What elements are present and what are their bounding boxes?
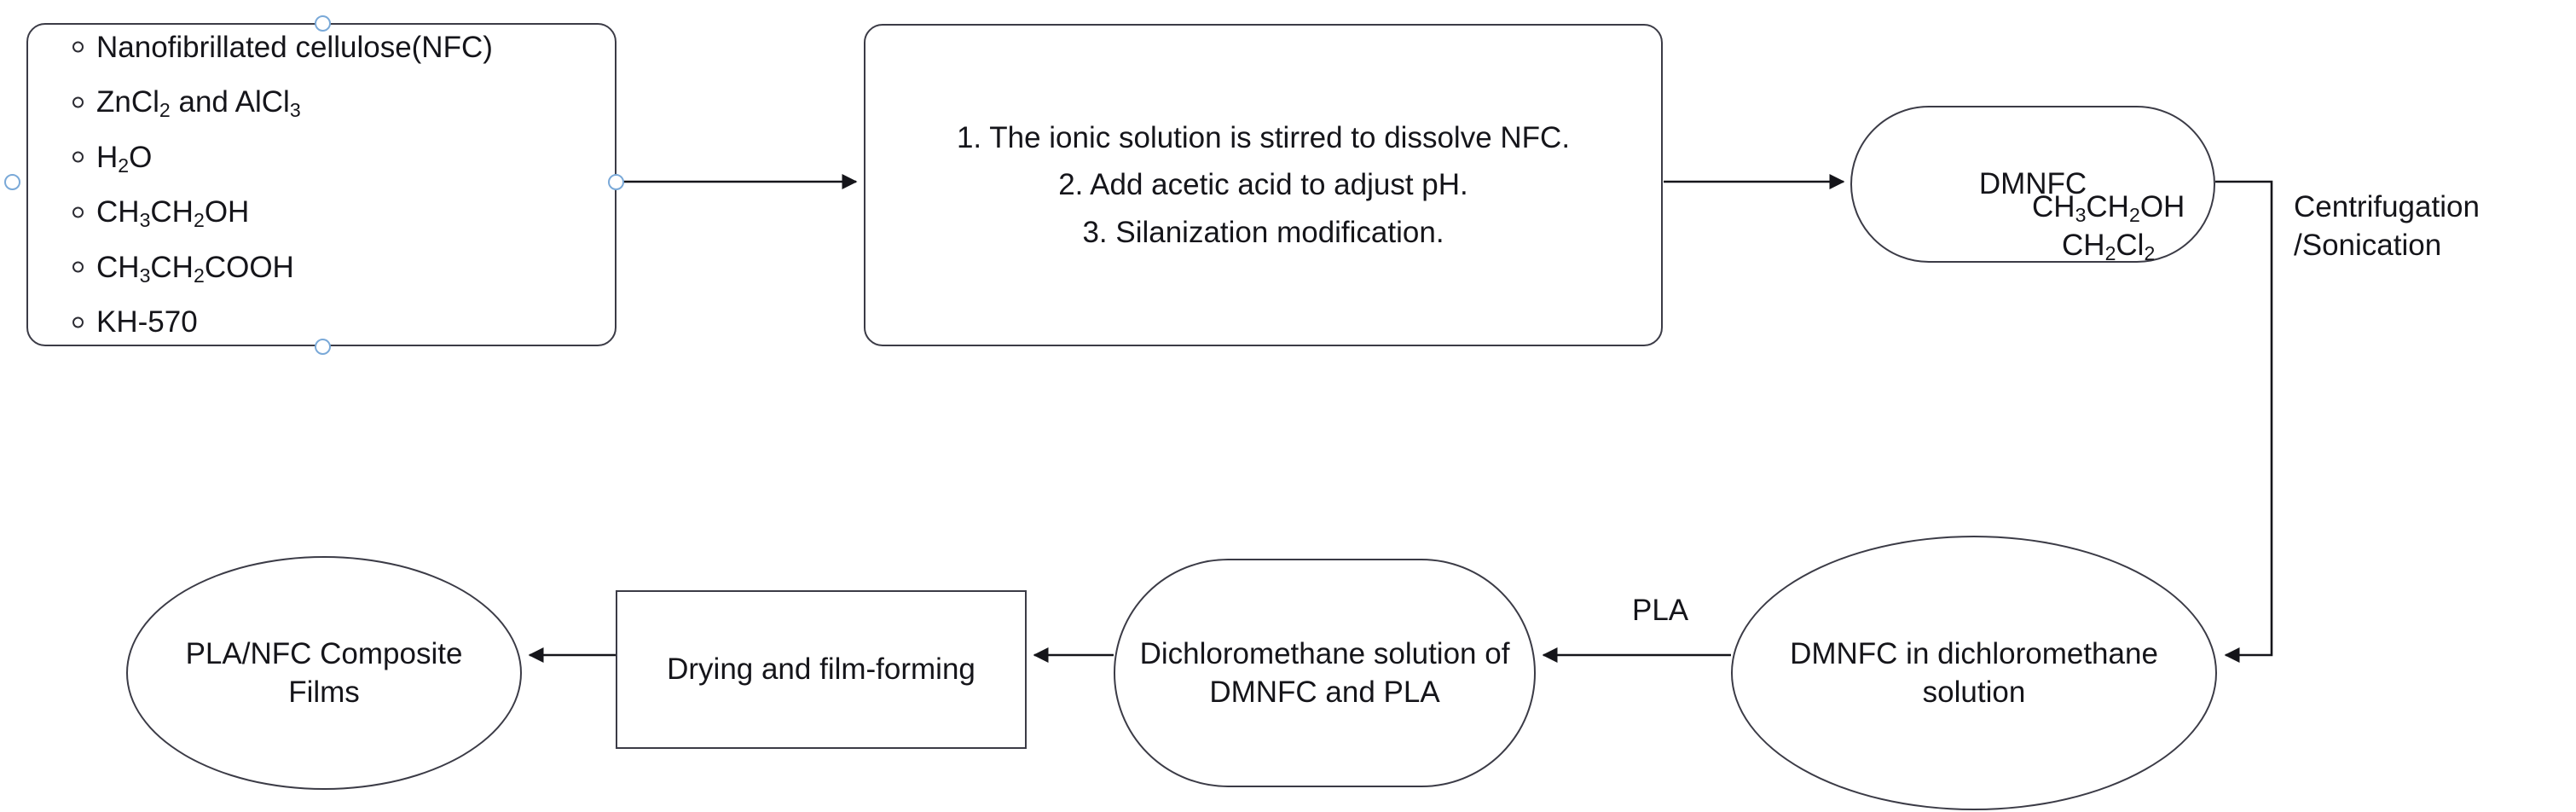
solvent-line-2: CH2Cl2 [2062, 228, 2156, 264]
list-item: CH3CH2OH [72, 193, 493, 232]
material-label: ZnCl2 and AlCl3 [96, 85, 301, 121]
step-line: 1. The ionic solution is stirred to diss… [956, 120, 1571, 154]
list-item: H2O [72, 138, 493, 177]
bullet-circle-icon [72, 96, 84, 108]
selection-handle-right[interactable] [608, 174, 624, 190]
node-label: DMNFC in dichloromethane solution [1790, 636, 2158, 710]
solvent-line-1: CH3CH2OH [2032, 190, 2185, 226]
node-pla-nfc-composite-films[interactable]: PLA/NFC Composite Films [126, 556, 522, 790]
process-line-2: /Sonication [2294, 228, 2442, 262]
bullet-circle-icon [72, 41, 84, 53]
process-line-1: Centrifugation [2294, 190, 2480, 223]
material-label: H2O [96, 140, 153, 177]
bullet-circle-icon [72, 151, 84, 163]
edge-label-pla: PLA [1632, 594, 1689, 627]
bullet-circle-icon [72, 261, 84, 273]
node-process-steps[interactable]: 1. The ionic solution is stirred to diss… [864, 24, 1663, 346]
material-label: KH-570 [96, 305, 198, 339]
selection-handle-bottom[interactable] [315, 339, 331, 355]
edge-label-solvents: CH3CH2OH CH2Cl2 [2032, 188, 2185, 265]
raw-materials-list: Nanofibrillated cellulose(NFC) ZnCl2 and… [72, 28, 493, 342]
edge-label-centrifugation-sonication: Centrifugation /Sonication [2294, 188, 2480, 265]
node-dmnfc[interactable]: DMNFC [1850, 106, 2215, 263]
node-label: Drying and film-forming [667, 652, 975, 687]
node-dichloromethane-solution-of-dmnfc-and-pla[interactable]: Dichloromethane solution of DMNFC and PL… [1114, 559, 1536, 787]
bullet-circle-icon [72, 206, 84, 218]
node-label: DMNFC [1978, 167, 2087, 201]
list-item: KH-570 [72, 303, 493, 342]
node-raw-materials[interactable]: Nanofibrillated cellulose(NFC) ZnCl2 and… [26, 23, 617, 346]
node-label: Dichloromethane solution of DMNFC and PL… [1139, 636, 1510, 710]
node-dmnfc-in-dichloromethane-solution[interactable]: DMNFC in dichloromethane solution [1731, 536, 2217, 810]
selection-handle-left[interactable] [4, 174, 20, 190]
selection-handle-top[interactable] [315, 15, 331, 32]
list-item: ZnCl2 and AlCl3 [72, 83, 493, 122]
node-drying-and-film-forming[interactable]: Drying and film-forming [616, 590, 1027, 749]
material-label: Nanofibrillated cellulose(NFC) [96, 30, 493, 64]
list-item: CH3CH2COOH [72, 248, 493, 287]
step-line: 3. Silanization modification. [1082, 215, 1444, 249]
process-steps-lines: 1. The ionic solution is stirred to diss… [957, 119, 1570, 252]
node-label: PLA/NFC Composite Films [185, 636, 463, 710]
edge-dmnfc-to-dmnfc-in-dcm [2215, 180, 2273, 664]
material-label: CH3CH2OH [96, 195, 250, 231]
step-line: 2. Add acetic acid to adjust pH. [1058, 168, 1468, 202]
bullet-circle-icon [72, 316, 84, 328]
material-label: CH3CH2COOH [96, 250, 294, 287]
list-item: Nanofibrillated cellulose(NFC) [72, 28, 493, 67]
